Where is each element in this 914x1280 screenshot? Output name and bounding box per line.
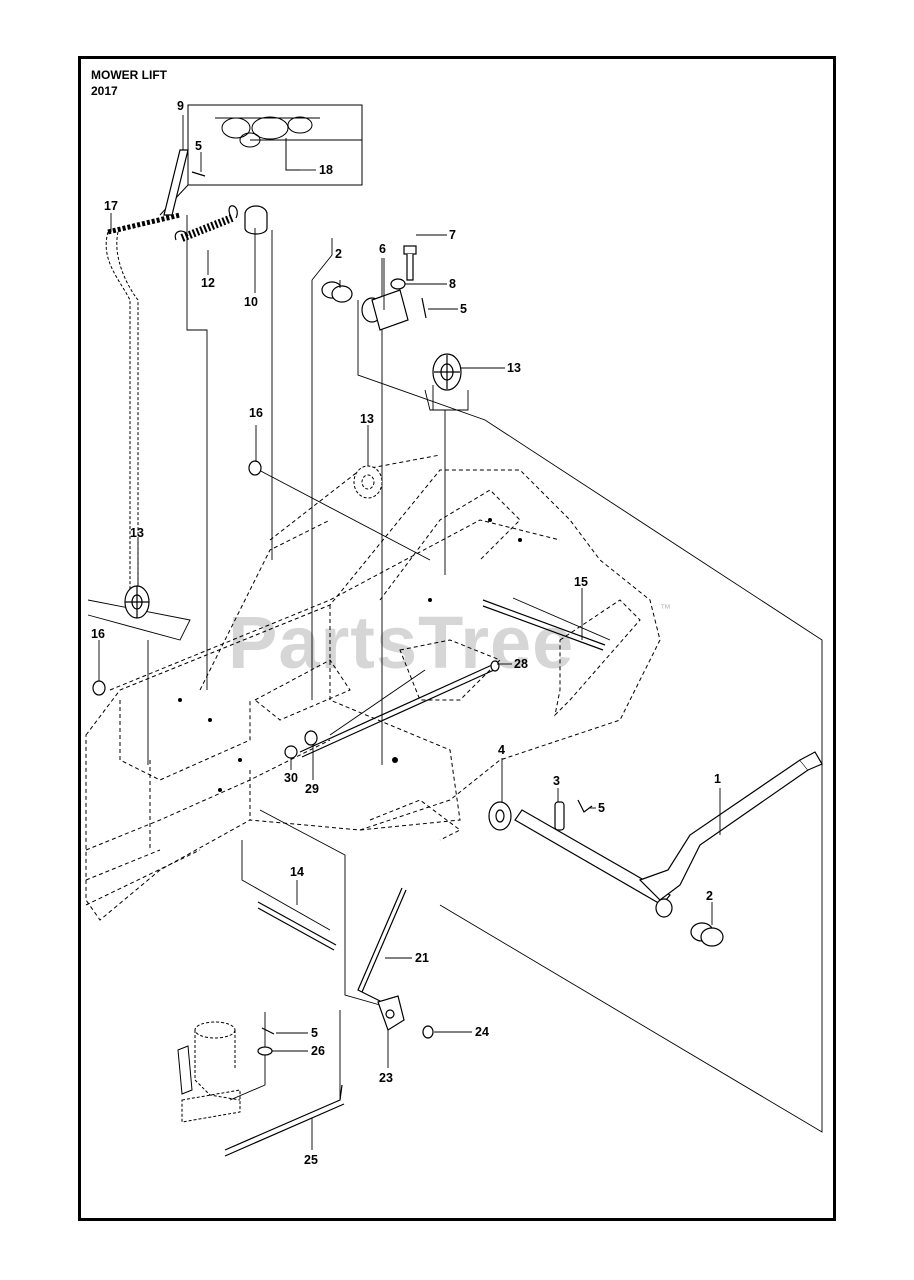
callout-labels: 9 5 18 17 12 10 2 6 7 8 5 13 16 13 13 15… (91, 99, 721, 1167)
part-26-washer (257, 1046, 273, 1056)
part-16-washer-left (92, 680, 106, 696)
part-25-rod (224, 1084, 345, 1157)
part-6-bracket (361, 289, 409, 331)
leader-lines (87, 215, 823, 1133)
part-14-rod (257, 901, 337, 951)
part-3-pin (554, 801, 565, 831)
part-13-pulley-middle (353, 465, 383, 499)
callout-1: 1 (714, 772, 721, 786)
callout-2: 2 (706, 889, 713, 903)
part-4-hub (488, 801, 512, 831)
pedal-assembly (181, 1021, 241, 1123)
callout-3: 3 (553, 774, 560, 788)
callout-12: 12 (201, 276, 215, 290)
callout-9: 9 (177, 99, 184, 113)
inset-box (159, 104, 363, 216)
diagram-frame (78, 56, 836, 1221)
callout-24: 24 (475, 1025, 489, 1039)
part-2-bushing-top (321, 281, 353, 303)
callout-21: 21 (415, 951, 429, 965)
callout-18: 18 (319, 163, 333, 177)
callout-13: 13 (507, 361, 521, 375)
pedal-pad (177, 1045, 193, 1095)
diagram-year: 2017 (91, 84, 118, 98)
callout-5: 5 (460, 302, 467, 316)
callout-30: 30 (284, 771, 298, 785)
part-24-nut (422, 1025, 434, 1039)
part-23-bracket (377, 995, 405, 1031)
callout-29: 29 (305, 782, 319, 796)
part-16-washer-top (248, 460, 262, 476)
part-5-pin-top (421, 297, 427, 319)
part-5-pin-upper-left (191, 171, 206, 177)
frame-holes (178, 518, 522, 792)
callout-7: 7 (449, 228, 456, 242)
part-8-nut (390, 278, 406, 290)
part-28-rod (299, 660, 500, 758)
callout-5: 5 (195, 139, 202, 153)
callout-17: 17 (104, 199, 118, 213)
part-30-nut (284, 745, 298, 759)
part-7-bolt (403, 245, 417, 281)
part-13-pulley-right (432, 353, 462, 391)
part-15-shaft (482, 599, 606, 651)
callout-13: 13 (130, 526, 144, 540)
callout-25: 25 (304, 1153, 318, 1167)
callout-4: 4 (498, 743, 505, 757)
watermark: PartsTree (228, 601, 574, 684)
part-1-lift-lever (514, 751, 823, 918)
callout-8: 8 (449, 277, 456, 291)
callout-5: 5 (311, 1026, 318, 1040)
part-10-bushing (244, 205, 268, 235)
chassis-frame (85, 454, 661, 921)
part-5-clip-right (577, 799, 593, 813)
callout-5: 5 (598, 801, 605, 815)
callout-14: 14 (290, 865, 304, 879)
part-2-bushing-bottom (690, 922, 724, 947)
callout-6: 6 (379, 242, 386, 256)
callout-13: 13 (360, 412, 374, 426)
part-5-pin-lower (261, 1027, 275, 1035)
part-12-spring (174, 205, 238, 242)
callout-26: 26 (311, 1044, 325, 1058)
callout-2: 2 (335, 247, 342, 261)
part-21-link-rod (357, 887, 407, 1003)
callout-ticks (98, 115, 721, 1150)
callout-16: 16 (249, 406, 263, 420)
part-13-pulley-left (124, 585, 150, 619)
callout-16: 16 (91, 627, 105, 641)
callout-28: 28 (514, 657, 528, 671)
part-17-chain (105, 212, 181, 600)
part-29-washer (304, 730, 318, 746)
callout-15: 15 (574, 575, 588, 589)
watermark-tm: ™ (660, 603, 671, 615)
callout-23: 23 (379, 1071, 393, 1085)
callout-10: 10 (244, 295, 258, 309)
diagram-title: MOWER LIFT (91, 68, 167, 82)
part-9-lift-handle (163, 149, 189, 216)
